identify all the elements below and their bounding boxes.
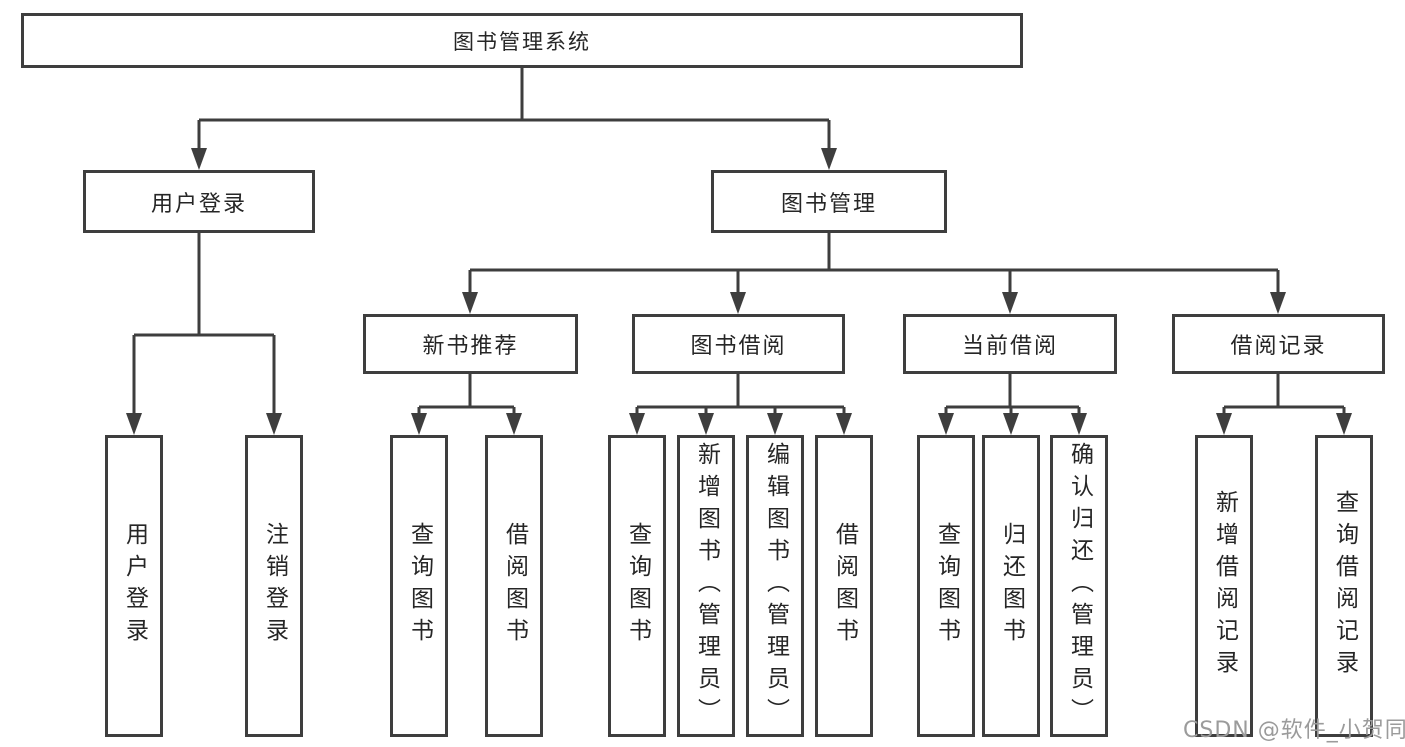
node-cb-return-books: 归还图书 [982,435,1040,737]
node-user-login: 用户登录 [83,170,315,233]
connector-arrowheads [126,148,1352,435]
node-borrow-records: 借阅记录 [1172,314,1385,374]
node-book-borrow: 图书借阅 [632,314,845,374]
connector-paths [132,68,1346,417]
node-logout: 注销登录 [245,435,303,737]
node-root: 图书管理系统 [21,13,1023,68]
csdn-watermark: CSDN @软件_小贺同学 [1183,718,1405,743]
node-bb-edit-books-admin: 编辑图书（管理员） [746,435,804,737]
node-br-add-record: 新增借阅记录 [1195,435,1253,737]
node-nbr-borrow-books: 借阅图书 [485,435,543,737]
node-bb-add-books-admin: 新增图书（管理员） [677,435,735,737]
node-nbr-query-books: 查询图书 [390,435,448,737]
node-cb-confirm-return-admin: 确认归还（管理员） [1050,435,1108,737]
node-book-management: 图书管理 [711,170,947,233]
node-user-login-leaf: 用户登录 [105,435,163,737]
node-cb-query-books: 查询图书 [917,435,975,737]
node-br-query-record: 查询借阅记录 [1315,435,1373,737]
node-bb-borrow-books: 借阅图书 [815,435,873,737]
node-new-book-recommend: 新书推荐 [363,314,578,374]
node-bb-query-books: 查询图书 [608,435,666,737]
node-current-borrow: 当前借阅 [903,314,1117,374]
